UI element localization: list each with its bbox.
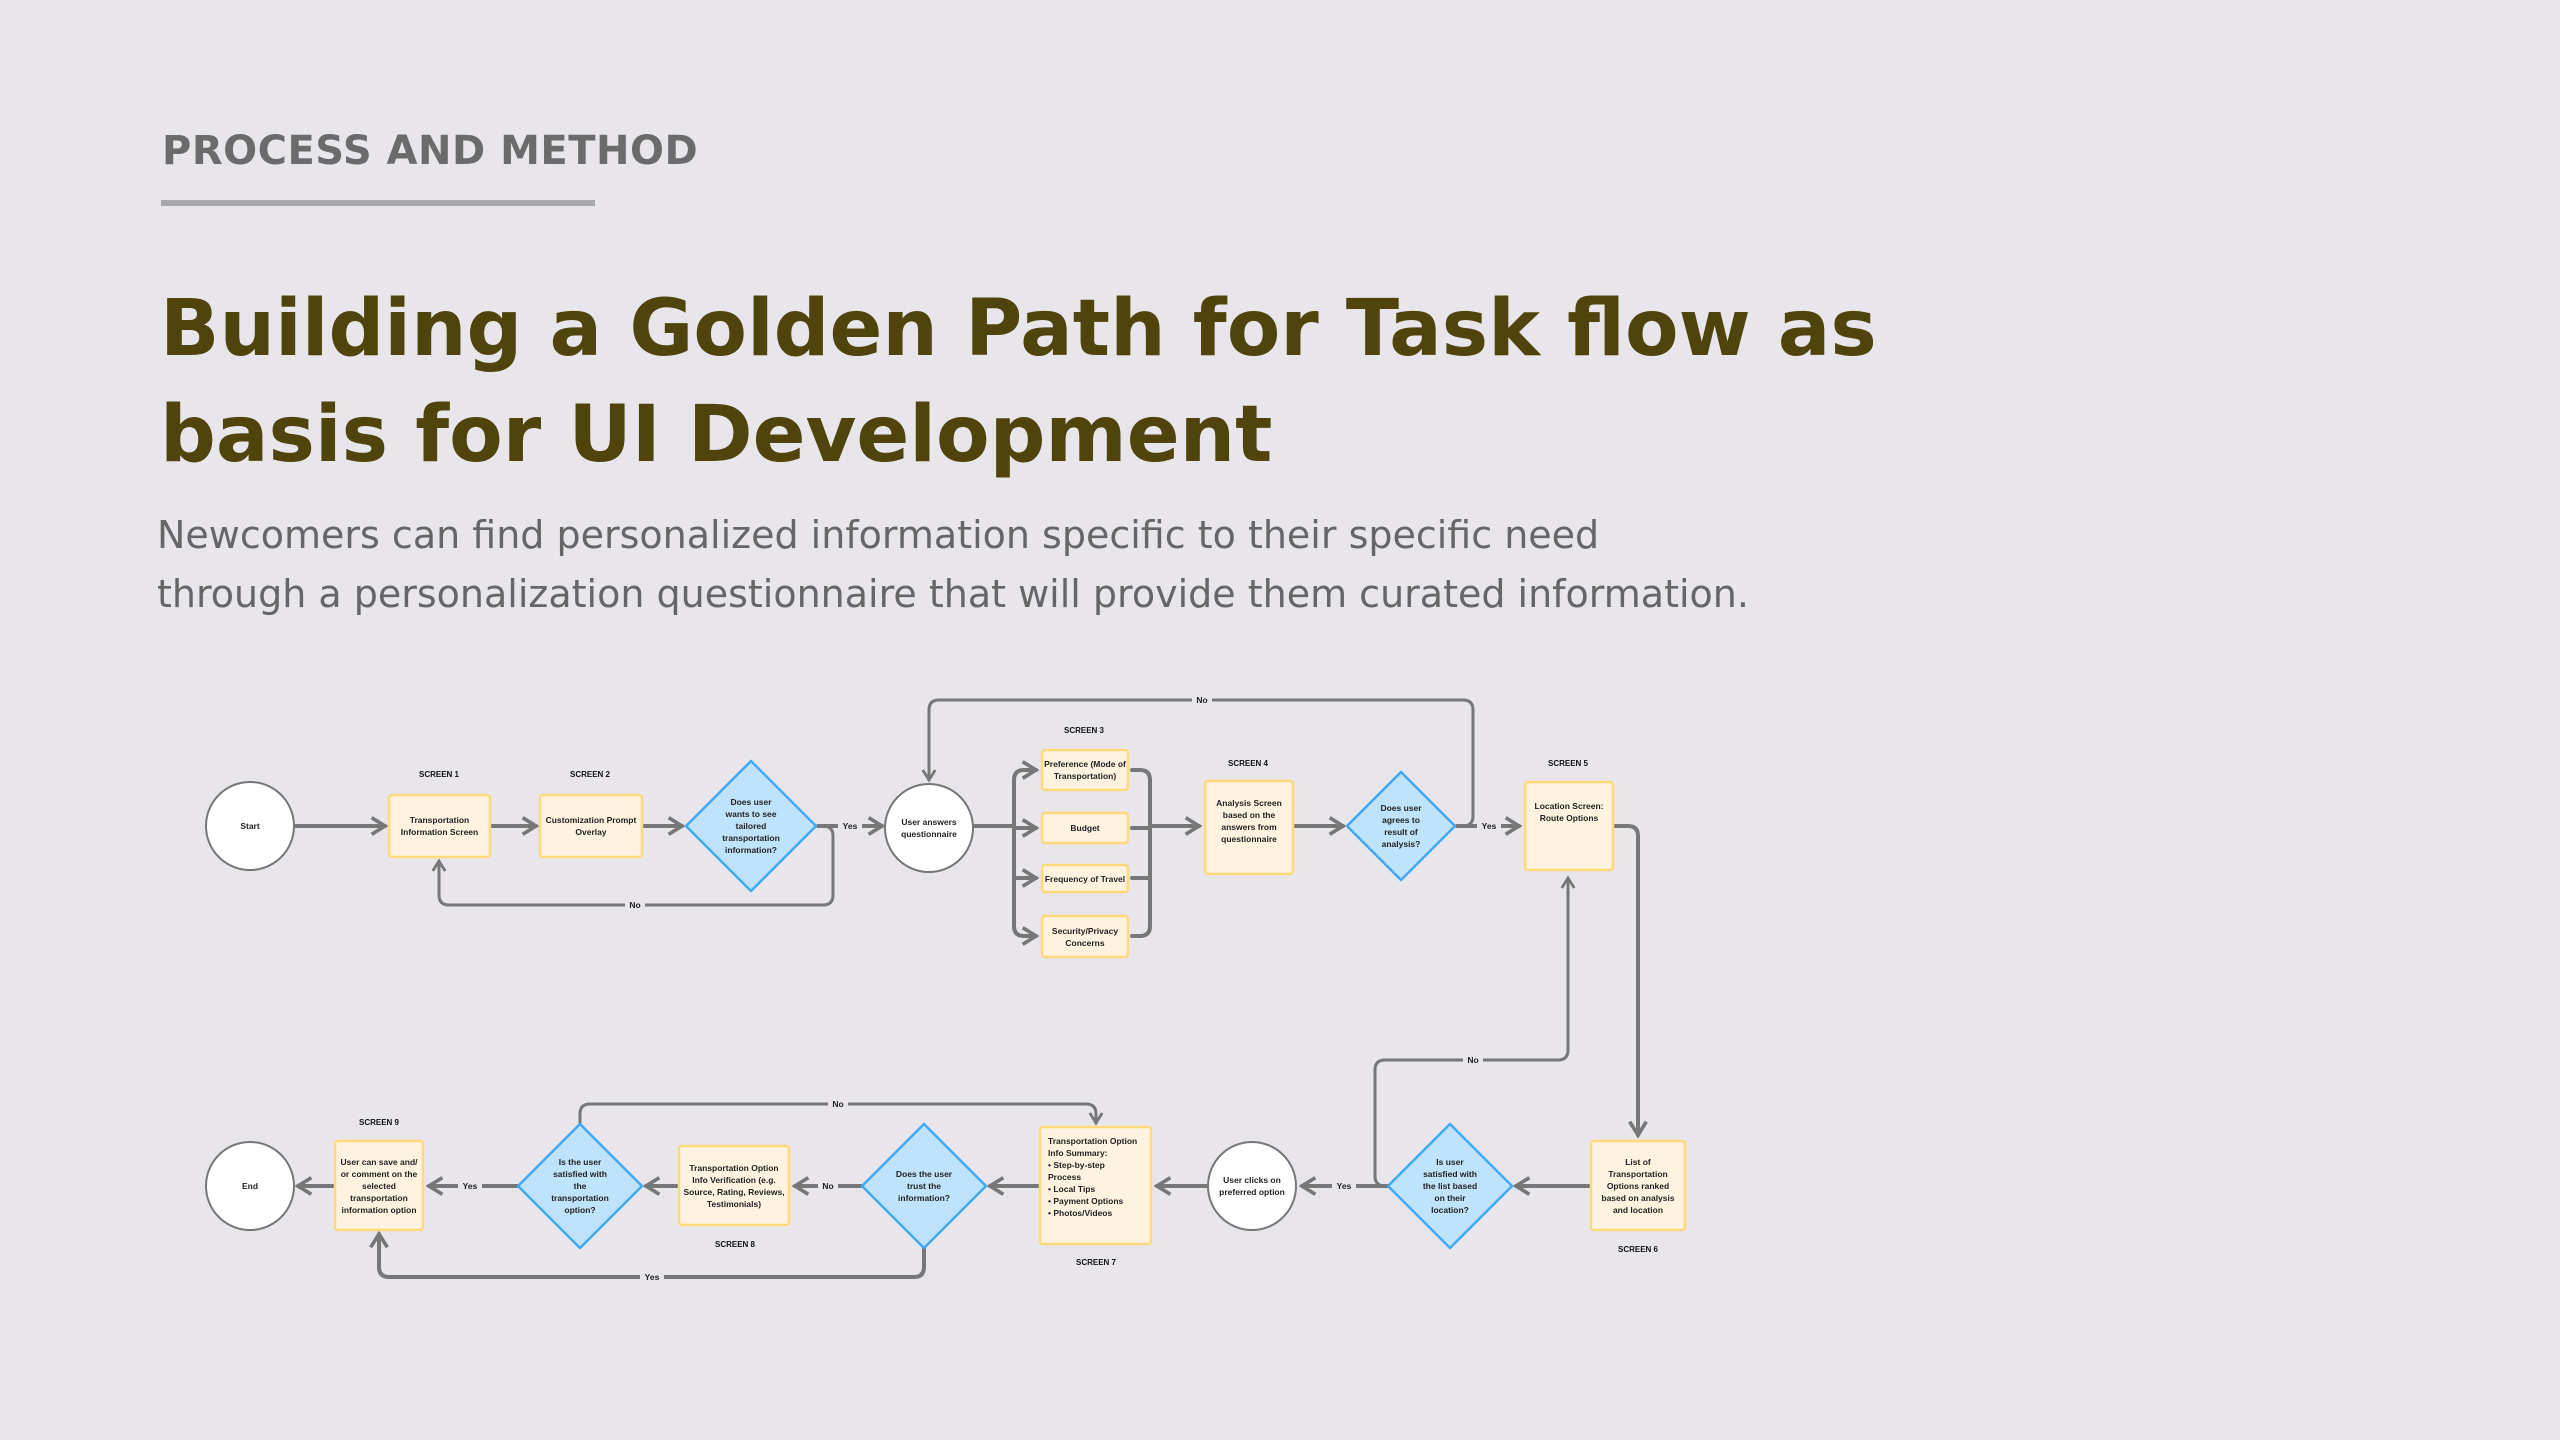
security-box [1040,914,1130,959]
screen7-box [1038,1125,1153,1246]
edge-label-yes: Yes [640,1270,664,1284]
pref-box [1040,748,1130,792]
decision1-text: Does user wants to see tailored transpor… [722,797,780,855]
budget-text: Budget [1070,823,1100,833]
edge-label-no: No [1463,1053,1483,1067]
decision1-diamond [684,759,818,893]
screen1-text: Transportation Information Screen [400,815,479,837]
screen4-caption: SCREEN 4 [1227,758,1268,768]
decision4-text: Does the user trust the information? [895,1169,953,1203]
freq-box [1040,863,1130,894]
start-node [205,781,295,871]
edge-label-no: No [818,1179,838,1193]
connector [1373,878,1568,1188]
edge-label-yes: Yes [458,1179,482,1193]
screen8-caption: SCREEN 8 [714,1239,755,1249]
screen7-caption: SCREEN 7 [1075,1257,1116,1267]
screen-boxes [333,748,1687,1246]
screen9-box [333,1139,425,1232]
screen2-caption: SCREEN 2 [569,769,610,779]
connector [1130,768,1152,938]
decision3-text: Is user satisfied with the list based on… [1422,1157,1478,1215]
screen4-text: Analysis Screen based on the answers fro… [1216,798,1282,844]
decision5-diamond [516,1122,644,1250]
decision4-diamond [860,1122,988,1250]
edge-label-yes: Yes [1477,819,1501,833]
clicks-text: User clicks on preferred option [1219,1175,1285,1197]
edge-label-no: No [828,1097,848,1111]
screen9-text: User can save and/ or comment on the sel… [340,1156,418,1215]
screen3-caption: SCREEN 3 [1063,725,1104,735]
start-label: Start [240,821,260,831]
section-eyebrow: PROCESS AND METHOD [162,128,699,174]
screen6-text: List of Transportation Options ranked ba… [1601,1156,1675,1215]
decision-diamonds [516,759,1514,1250]
screen1-caption: SCREEN 1 [418,769,459,779]
decision2-diamond [1345,770,1457,882]
page-subtitle: Newcomers can find personalized informat… [157,506,1957,624]
end-node [205,1141,295,1231]
edge-label-yes: Yes [1332,1179,1356,1193]
screen5-caption: SCREEN 5 [1547,758,1588,768]
subtitle-line-1: Newcomers can find personalized informat… [157,513,1600,557]
edge-label-yes: Yes [838,819,862,833]
user-answers-node [884,783,974,873]
edge-label-no: No [1192,693,1212,707]
screen6-box [1589,1139,1687,1232]
budget-box [1040,811,1130,845]
screen2-text: Customization Prompt Overlay [545,815,637,837]
screen5-text: Location Screen: Route Options [1534,801,1604,823]
screen1-box [387,793,492,859]
pref-text: Preference (Mode of Transportation) [1044,759,1126,781]
screen6-caption: SCREEN 6 [1617,1244,1658,1254]
screen2-box [538,793,644,859]
connector [929,698,1475,828]
end-label: End [241,1181,259,1191]
user-clicks-node [1207,1141,1297,1231]
edge-label-no: No [625,898,645,912]
screen8-box [677,1144,791,1227]
screen4-box [1203,779,1295,876]
subtitle-line-2: through a personalization questionnaire … [157,572,1749,616]
connector [439,824,835,907]
decision3-diamond [1386,1122,1514,1250]
eyebrow-underline [161,200,595,206]
screen7-text: Transportation Option Info Summary: • St… [1048,1136,1138,1218]
screen5-box [1523,780,1615,872]
decision5-text: Is the user satisfied with the transport… [551,1157,609,1215]
decision2-text: Does user agrees to result of analysis? [1380,803,1422,849]
screen9-caption: SCREEN 9 [358,1117,399,1127]
connector [1613,824,1638,1135]
connector [1012,778,1036,936]
connector [1012,770,1036,782]
freq-text: Frequency of Travel [1044,873,1126,884]
answers-text: User answers questionnaire [901,817,957,839]
screen8-text: Transportation Option Info Verification … [683,1162,785,1209]
security-text: Security/Privacy Concerns [1051,925,1119,948]
page-title: Building a Golden Path for Task flow as … [160,284,1877,480]
